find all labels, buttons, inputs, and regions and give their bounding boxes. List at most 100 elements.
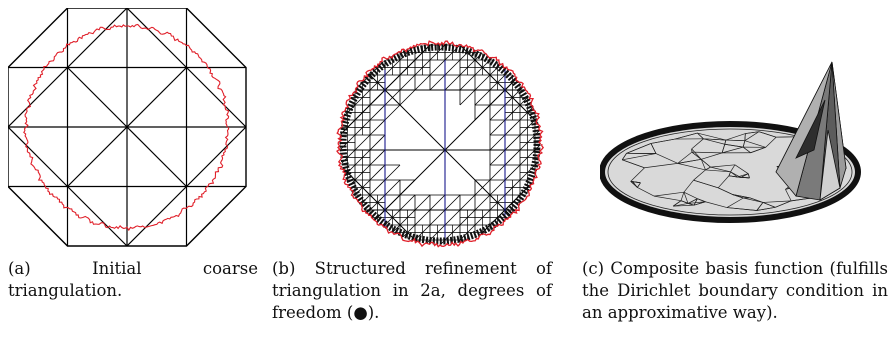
mesh-edge: [369, 179, 386, 196]
mesh-edge: [474, 194, 491, 211]
mesh-edge: [354, 224, 371, 241]
mesh-edge: [384, 89, 401, 106]
surface-mesh-edge: [732, 194, 750, 199]
caption-a: (a) Initial coarse triangulation.: [8, 258, 258, 302]
mesh-edge: [519, 224, 536, 241]
surface-mesh-edge: [744, 133, 746, 141]
surface-mesh-edge: [728, 171, 731, 176]
surface-mesh-edge: [718, 187, 733, 195]
surface-mesh-edge: [710, 164, 735, 168]
surface-mesh-edge: [644, 163, 678, 169]
surface-mesh-edge: [726, 207, 757, 211]
figure-b: [325, 38, 555, 248]
surface-mesh-edge: [650, 143, 657, 154]
surface-mesh-edge: [750, 147, 766, 154]
surface-mesh-edge: [765, 136, 777, 148]
surface-mesh-edge: [721, 146, 744, 154]
mesh-edge: [340, 209, 341, 226]
mesh-edge: [7, 126, 68, 187]
surface-mesh-edge: [626, 143, 652, 154]
mesh-edge: [534, 74, 540, 91]
mesh-edge: [384, 104, 401, 121]
mesh-edge: [550, 90, 555, 105]
surface-mesh-edge: [632, 181, 638, 188]
mesh-edge: [474, 89, 491, 106]
caption-text: Composite basis function (fulfills the D…: [582, 259, 888, 322]
mesh-edge: [504, 164, 521, 181]
surface-mesh-edge: [691, 148, 702, 160]
surface-mesh-edge: [650, 138, 676, 144]
mesh-edge: [67, 67, 128, 128]
surface-mesh-edge: [756, 206, 776, 211]
mesh-edge: [340, 44, 356, 46]
mesh-edge: [340, 104, 341, 121]
mesh-edge: [186, 67, 247, 128]
surface-mesh-edge: [762, 200, 792, 203]
mesh-edge: [186, 126, 247, 187]
mesh-edge: [384, 44, 401, 46]
mesh-edge: [489, 224, 506, 241]
mesh-edge: [534, 239, 540, 244]
surface-mesh-edge: [637, 187, 655, 197]
boundary-curve: [23, 23, 230, 232]
mesh-edge: [354, 239, 371, 244]
mesh-edge: [340, 164, 341, 181]
surface-mesh-edge: [730, 164, 736, 173]
mesh-edge: [534, 194, 540, 211]
surface-mesh-edge: [683, 179, 694, 193]
mesh-edge: [489, 89, 506, 106]
surface-mesh-edge: [756, 202, 764, 211]
surface-mesh-edge: [717, 175, 730, 189]
surface-mesh-edge: [622, 159, 645, 169]
mesh-edge: [550, 165, 555, 180]
surface-mesh-edge: [724, 143, 744, 148]
mesh-edge: [550, 225, 555, 240]
mesh-edge: [550, 195, 555, 210]
surface-mesh-edge: [691, 151, 723, 154]
surface-mesh-edge: [630, 167, 645, 182]
mesh-edge: [126, 186, 187, 247]
surface-mesh-edge: [701, 152, 723, 160]
caption-label: (c): [582, 259, 605, 278]
surface-mesh-edge: [721, 144, 726, 153]
mesh-edge: [519, 59, 536, 76]
mesh-edge: [340, 224, 341, 241]
surface-mesh-edge: [785, 189, 792, 202]
mesh-edge: [369, 224, 386, 241]
mesh-edge: [354, 59, 371, 76]
mesh-edge: [429, 59, 446, 76]
mesh-edge: [534, 44, 540, 46]
refined-triangulation-plot: [336, 40, 555, 248]
mesh-edge: [444, 74, 461, 91]
mesh-edge: [399, 74, 416, 91]
surface-mesh-edge: [703, 138, 725, 145]
mesh-edge: [340, 224, 356, 241]
mesh-edge: [504, 224, 521, 241]
mesh-edge: [504, 209, 540, 244]
mesh-edge: [474, 104, 491, 121]
mesh-edge: [474, 239, 491, 244]
mesh-edge: [504, 44, 521, 46]
basis-function-surface-plot: [599, 61, 861, 223]
mesh-edge: [340, 74, 356, 91]
surface-mesh-edge: [762, 202, 776, 208]
mesh-edge: [414, 239, 431, 244]
surface-mesh-edge: [747, 173, 750, 178]
mesh-edge: [369, 239, 386, 244]
surface-mesh-edge: [677, 158, 702, 164]
mesh-edge: [489, 134, 506, 151]
mesh-edge: [340, 89, 341, 106]
surface-mesh-edge: [653, 191, 684, 197]
mesh-edge: [340, 209, 386, 244]
surface-mesh-edge: [725, 139, 745, 142]
mesh-edge: [444, 194, 461, 211]
mesh-edge: [340, 194, 341, 211]
surface-mesh-edge: [688, 201, 706, 204]
surface-mesh-edge: [700, 159, 706, 171]
surface-mesh-edge: [691, 151, 702, 160]
mesh-edge: [459, 89, 476, 106]
mesh-edge: [369, 149, 386, 166]
surface-mesh-edge: [725, 133, 746, 141]
mesh-edge: [534, 44, 540, 61]
mesh-edge: [369, 104, 386, 121]
